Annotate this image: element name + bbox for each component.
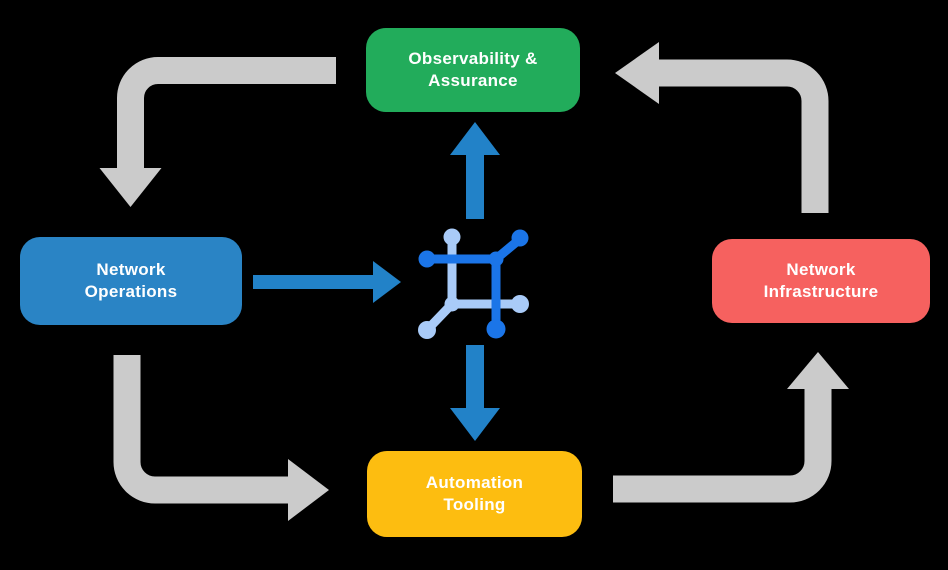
node-network-operations: Network Operations	[20, 237, 242, 325]
cycle-arrow-shaft	[659, 59, 829, 213]
flow-arrow-operations-to-center	[253, 261, 401, 303]
cycle-arrow-shaft	[113, 355, 288, 504]
network-fabric-icon	[418, 228, 529, 339]
cycle-arrow-shaft	[117, 57, 336, 170]
flow-arrow-center-to-automation	[450, 345, 500, 441]
cycle-arrowhead-right	[288, 459, 329, 521]
cycle-arrowhead-up	[787, 352, 849, 389]
icon-node	[511, 295, 529, 313]
icon-node	[486, 319, 506, 339]
cycle-arrow-automation-to-infrastructure	[613, 352, 849, 503]
flow-arrowhead-down	[450, 408, 500, 441]
node-network-infrastructure: Network Infrastructure	[712, 239, 930, 323]
icon-junction-node	[444, 296, 460, 312]
cycle-arrowhead-down	[99, 168, 162, 207]
flow-arrow-center-to-observability	[450, 122, 500, 219]
node-observability-assurance: Observability & Assurance	[366, 28, 580, 112]
icon-node	[443, 228, 461, 246]
icon-node	[418, 321, 436, 339]
icon-junction-node	[488, 251, 504, 267]
cycle-arrow-operations-to-automation	[113, 355, 329, 521]
flow-arrowhead-right	[373, 261, 401, 303]
node-automation-tooling: Automation Tooling	[367, 451, 582, 537]
icon-node	[511, 229, 529, 247]
cycle-arrow-observability-to-operations	[99, 57, 336, 207]
flow-arrowhead-up	[450, 122, 500, 155]
network-fabric-icon-secondary-layer	[418, 228, 529, 339]
cycle-arrow-infrastructure-to-observability	[615, 42, 829, 213]
network-fabric-icon-primary-layer	[418, 229, 529, 339]
cycle-arrow-shaft	[613, 389, 832, 503]
cycle-arrowhead-left	[615, 42, 659, 104]
icon-node	[418, 250, 436, 268]
